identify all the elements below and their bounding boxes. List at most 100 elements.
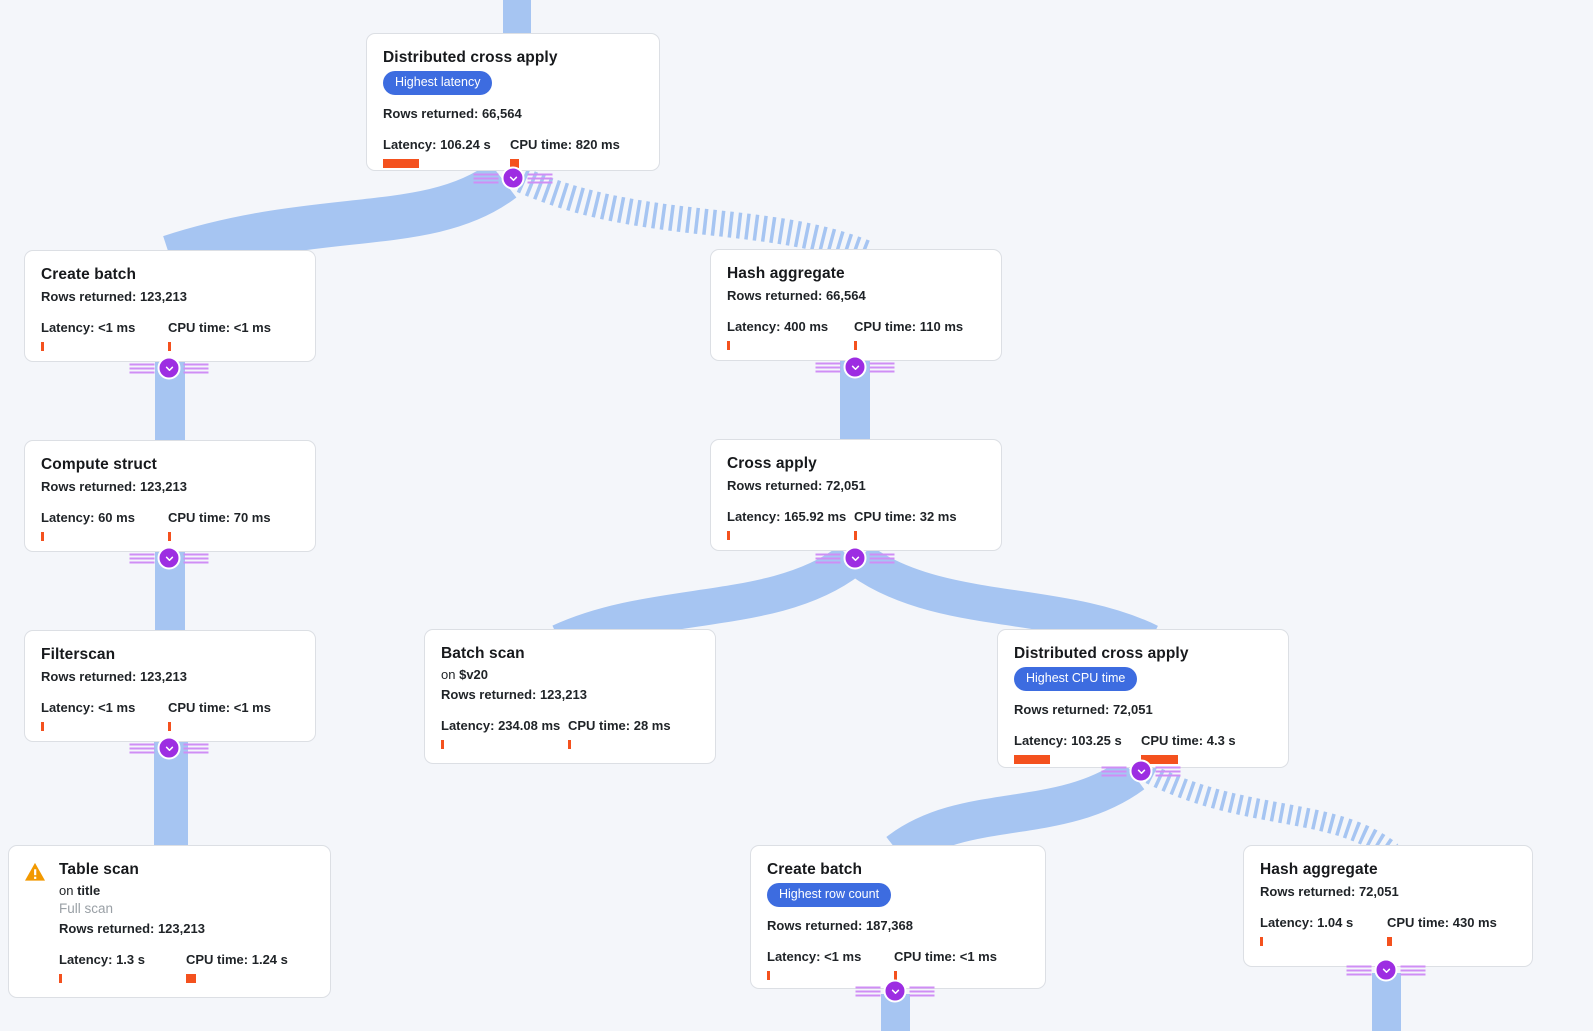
collapse-node-button[interactable] — [815, 355, 895, 379]
node-title: Distributed cross apply — [1014, 645, 1189, 662]
cpu-metric: CPU time: <1 ms — [168, 699, 299, 732]
cpu-label: CPU time: 28 ms — [568, 718, 671, 734]
expander-lines-right — [1155, 766, 1181, 776]
cpu-label: CPU time: <1 ms — [168, 700, 271, 716]
plan-node-batch-scan[interactable]: Batch scan on $v20 Rows returned: 123,21… — [424, 629, 716, 764]
plan-node-compute-struct[interactable]: Compute struct Rows returned: 123,213 La… — [24, 440, 316, 552]
collapse-node-button[interactable] — [1346, 958, 1426, 982]
collapse-node-button[interactable] — [1101, 759, 1181, 783]
cpu-label: CPU time: <1 ms — [168, 320, 271, 336]
latency-bar — [383, 158, 419, 168]
latency-label: Latency: 106.24 s — [383, 136, 491, 152]
cpu-bar — [168, 532, 171, 542]
plan-node-filterscan[interactable]: Filterscan Rows returned: 123,213 Latenc… — [24, 630, 316, 742]
latency-label: Latency: 165.92 ms — [727, 509, 847, 525]
cpu-metric: CPU time: 70 ms — [168, 509, 299, 542]
collapse-node-button[interactable] — [815, 546, 895, 570]
expander-lines-left — [815, 362, 841, 372]
edge-hash-aggregate-bottom-out — [1372, 973, 1401, 1031]
chevron-down-icon — [157, 546, 181, 570]
edge-dca-top-to-hash-aggregate — [516, 168, 873, 267]
plan-node-create-batch-bottom[interactable]: Create batch Highest row count Rows retu… — [750, 845, 1046, 989]
collapse-node-button[interactable] — [129, 546, 209, 570]
rows-returned: Rows returned: 123,213 — [41, 669, 187, 685]
highest-latency-badge: Highest latency — [383, 71, 493, 95]
cpu-metric: CPU time: 820 ms — [510, 136, 643, 168]
cpu-label: CPU time: 4.3 s — [1141, 732, 1236, 748]
scan-target: on title — [59, 883, 314, 898]
rows-returned: Rows returned: 123,213 — [41, 479, 187, 495]
plan-node-hash-aggregate[interactable]: Hash aggregate Rows returned: 66,564 Lat… — [710, 249, 1002, 361]
cpu-label: CPU time: 110 ms — [854, 319, 964, 335]
highest-row-count-badge: Highest row count — [767, 883, 892, 907]
node-title: Create batch — [767, 861, 863, 878]
rows-returned: Rows returned: 187,368 — [767, 917, 913, 933]
cpu-metric: CPU time: <1 ms — [894, 948, 1029, 980]
expander-lines-right — [1400, 965, 1426, 975]
expander-lines-right — [527, 173, 553, 183]
expander-lines-right — [909, 986, 935, 996]
scan-target: on $v20 — [441, 667, 699, 682]
latency-bar — [41, 342, 44, 352]
expander-lines-left — [815, 553, 841, 563]
plan-node-distributed-cross-apply-top[interactable]: Distributed cross apply Highest latency … — [366, 33, 660, 171]
rows-returned: Rows returned: 66,564 — [383, 105, 522, 121]
on-prefix: on — [59, 883, 74, 899]
cpu-label: CPU time: 430 ms — [1387, 915, 1497, 931]
latency-metric: Latency: 103.25 s — [1014, 732, 1141, 764]
latency-metric: Latency: 1.04 s — [1260, 914, 1387, 947]
edge-dca-top-to-create-batch — [163, 162, 517, 278]
expander-lines-left — [129, 553, 155, 563]
latency-bar — [441, 740, 444, 750]
chevron-down-icon — [1374, 958, 1398, 982]
latency-metric: Latency: 234.08 ms — [441, 717, 568, 750]
plan-node-hash-aggregate-bottom[interactable]: Hash aggregate Rows returned: 72,051 Lat… — [1243, 845, 1533, 967]
rows-returned: Rows returned: 72,051 — [727, 478, 866, 494]
collapse-node-button[interactable] — [129, 356, 209, 380]
latency-label: Latency: 1.3 s — [59, 952, 145, 968]
cpu-bar — [1141, 754, 1178, 764]
collapse-node-button[interactable] — [473, 166, 553, 190]
collapse-node-button[interactable] — [855, 979, 935, 1003]
collapse-node-button[interactable] — [129, 736, 209, 760]
chevron-down-icon — [501, 166, 525, 190]
latency-label: Latency: <1 ms — [41, 320, 136, 336]
edge-cross-apply-to-dca2 — [849, 545, 1158, 659]
plan-node-distributed-cross-apply-2[interactable]: Distributed cross apply Highest CPU time… — [997, 629, 1289, 768]
rows-returned: Rows returned: 123,213 — [41, 289, 187, 305]
cpu-bar — [186, 974, 196, 984]
chevron-down-icon — [843, 546, 867, 570]
expander-lines-right — [869, 362, 895, 372]
latency-bar — [41, 722, 44, 732]
latency-label: Latency: <1 ms — [767, 948, 862, 964]
node-title: Create batch — [41, 266, 137, 283]
chevron-down-icon — [883, 979, 907, 1003]
node-title: Hash aggregate — [727, 265, 845, 282]
expander-lines-left — [473, 173, 499, 183]
cpu-label: CPU time: 820 ms — [510, 136, 620, 152]
edge-cross-apply-to-batch-scan — [552, 545, 861, 659]
expander-lines-left — [1346, 965, 1372, 975]
plan-node-create-batch[interactable]: Create batch Rows returned: 123,213 Late… — [24, 250, 316, 362]
node-title: Distributed cross apply — [383, 49, 558, 66]
cpu-metric: CPU time: 110 ms — [854, 318, 985, 351]
latency-label: Latency: 400 ms — [727, 319, 829, 335]
edge-incoming-top — [503, 0, 531, 36]
cpu-bar — [854, 531, 857, 541]
rows-returned: Rows returned: 123,213 — [59, 921, 205, 937]
cpu-bar — [168, 722, 171, 732]
rows-returned: Rows returned: 123,213 — [441, 687, 587, 703]
node-title: Cross apply — [727, 455, 817, 472]
expander-lines-right — [869, 553, 895, 563]
cpu-bar — [168, 342, 171, 352]
plan-node-table-scan[interactable]: Table scan on title Full scan Rows retur… — [8, 845, 331, 998]
expander-lines-left — [129, 743, 155, 753]
on-value: $v20 — [459, 667, 489, 683]
latency-bar — [727, 531, 730, 541]
latency-bar — [59, 974, 62, 984]
plan-node-cross-apply[interactable]: Cross apply Rows returned: 72,051 Latenc… — [710, 439, 1002, 551]
latency-bar — [767, 970, 770, 980]
cpu-bar — [894, 970, 897, 980]
expander-lines-left — [855, 986, 881, 996]
